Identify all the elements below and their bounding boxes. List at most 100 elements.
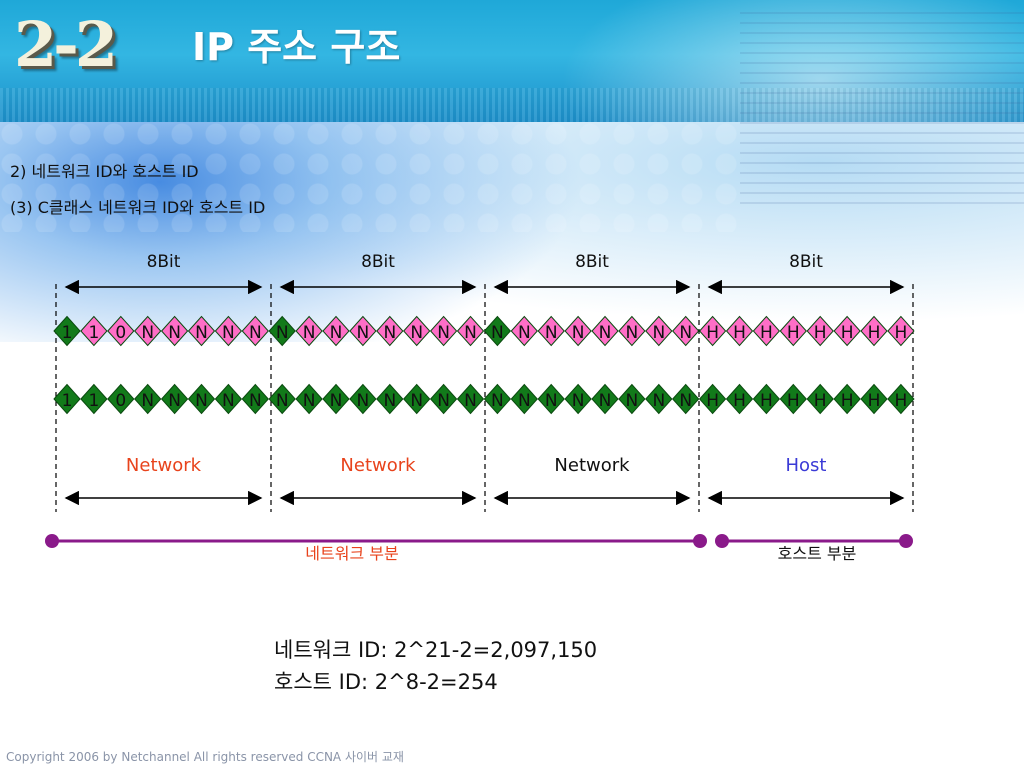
bit-diamond xyxy=(806,383,834,415)
bit-value: H xyxy=(895,391,908,411)
octet-label: 8Bit xyxy=(361,252,395,272)
bit-diamond xyxy=(187,315,216,347)
octet-label: 8Bit xyxy=(789,252,823,272)
bit-diamond xyxy=(860,383,888,415)
part-label: Host xyxy=(786,455,827,476)
bit-value: N xyxy=(303,323,316,343)
bit-diamond xyxy=(53,315,81,347)
bit-diamond xyxy=(295,315,323,347)
banner-glow xyxy=(560,0,1024,122)
bit-value: H xyxy=(706,391,719,411)
bit-diamond xyxy=(268,315,296,347)
bit-diamond xyxy=(322,383,350,415)
bit-value: N xyxy=(679,323,692,343)
bit-value: H xyxy=(733,323,746,343)
bit-diamond xyxy=(698,315,727,347)
bit-diamond xyxy=(134,315,162,347)
bit-value: N xyxy=(357,391,370,411)
bit-value: N xyxy=(679,391,692,411)
bit-value: N xyxy=(303,391,316,411)
bit-value: N xyxy=(276,323,289,343)
bit-diamond xyxy=(645,315,673,347)
bit-diamond xyxy=(564,315,592,347)
bit-value: H xyxy=(814,391,827,411)
bit-diamond xyxy=(779,383,807,415)
bit-diamond xyxy=(214,383,243,415)
bit-diamond xyxy=(725,315,754,347)
bit-value: H xyxy=(841,323,854,343)
bit-diamond xyxy=(187,383,216,415)
background-pattern xyxy=(0,122,740,232)
bit-diamond xyxy=(752,383,781,415)
bit-value: N xyxy=(249,391,262,411)
bit-diamond xyxy=(107,315,135,347)
bit-value: H xyxy=(868,323,881,343)
bit-value: N xyxy=(383,323,396,343)
bit-value: N xyxy=(357,323,370,343)
background-wash xyxy=(0,122,1024,342)
host-id-formula: 호스트 ID: 2^8-2=254 xyxy=(274,670,498,694)
bit-value: N xyxy=(437,323,450,343)
bit-value: N xyxy=(491,391,504,411)
bit-diamond xyxy=(376,315,404,347)
bit-value: H xyxy=(760,323,773,343)
bit-value: 0 xyxy=(115,391,126,411)
part-label: Network xyxy=(126,455,202,476)
bit-diamond xyxy=(53,383,81,415)
bit-diamond xyxy=(403,315,431,347)
bit-value: N xyxy=(222,323,235,343)
bit-diamond xyxy=(349,383,377,415)
bit-diamond xyxy=(429,315,458,347)
bit-diamond xyxy=(860,315,888,347)
bit-diamond xyxy=(80,315,108,347)
header-banner xyxy=(0,0,1024,122)
bit-diamond xyxy=(618,383,646,415)
bit-value: H xyxy=(868,391,881,411)
bit-diamond xyxy=(483,383,512,415)
part-label: Network xyxy=(340,455,416,476)
bit-value: N xyxy=(168,323,181,343)
bit-diamond xyxy=(134,383,162,415)
bit-value: N xyxy=(626,391,639,411)
range-bracket-endpoint xyxy=(899,534,913,548)
bit-diamond xyxy=(429,383,458,415)
bit-value: N xyxy=(410,323,423,343)
bit-value: H xyxy=(841,391,854,411)
bit-value: N xyxy=(249,323,262,343)
bit-value: N xyxy=(572,323,585,343)
bit-value: N xyxy=(545,323,558,343)
bit-value: N xyxy=(195,323,208,343)
bit-value: N xyxy=(491,323,504,343)
bit-value: N xyxy=(464,323,477,343)
banner-stripe xyxy=(0,88,1024,122)
bit-value: N xyxy=(195,391,208,411)
bit-diamond xyxy=(295,383,323,415)
bit-value: N xyxy=(518,323,531,343)
bit-value: H xyxy=(760,391,773,411)
bit-diamond xyxy=(698,383,727,415)
bit-diamond xyxy=(456,383,485,415)
footer-copyright: Copyright 2006 by Netchannel All rights … xyxy=(6,750,404,764)
bit-diamond xyxy=(403,383,431,415)
bit-value: 1 xyxy=(62,323,73,343)
bit-value: N xyxy=(464,391,477,411)
bit-diamond xyxy=(80,383,108,415)
range-label: 네트워크 부분 xyxy=(305,544,398,563)
bit-diamond xyxy=(241,383,269,415)
decorative-text-lines xyxy=(740,12,1024,212)
range-bracket-endpoint xyxy=(715,534,729,548)
octet-label: 8Bit xyxy=(147,252,181,272)
bit-diamond xyxy=(591,383,619,415)
bit-diamond xyxy=(752,315,781,347)
bit-value: N xyxy=(410,391,423,411)
range-bracket-endpoint xyxy=(693,534,707,548)
bit-value: N xyxy=(330,391,343,411)
bit-diamond xyxy=(510,383,538,415)
bit-value: N xyxy=(652,391,665,411)
bit-value: N xyxy=(572,391,585,411)
bit-diamond xyxy=(672,383,700,415)
bit-diamond xyxy=(725,383,754,415)
range-bracket-endpoint xyxy=(45,534,59,548)
